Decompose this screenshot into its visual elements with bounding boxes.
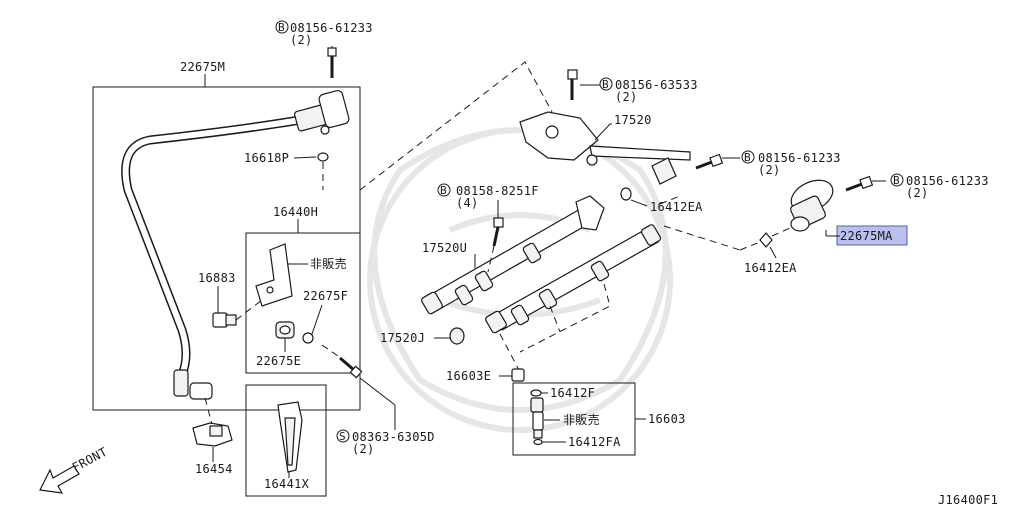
svg-text:B: B [744,151,751,164]
grommet-left[interactable] [317,152,329,162]
screw-mark-icon [336,429,350,443]
oring-regulator[interactable] [759,232,773,248]
bolt-mark-icon-2 [599,77,613,91]
rail-bracket[interactable] [519,111,691,185]
hose-connector-top[interactable] [293,89,350,135]
hose-connector-bottom[interactable] [173,369,213,400]
screw-bottom[interactable] [339,356,363,379]
dash-guide-injector [499,283,611,373]
svg-text:B: B [602,78,609,91]
bracket-box [245,232,361,374]
bolt-top-left-qty: (2) [290,33,313,47]
front-arrow: FRONT [39,445,110,494]
bolt-mark-icon-5 [890,173,904,187]
bracket-group-label[interactable]: 16440H [273,205,318,219]
insulator-label[interactable]: 16603E [446,369,491,383]
oring-rail[interactable] [620,187,632,201]
grommet-left-label[interactable]: 16618P [244,151,289,165]
holder-bottom-label[interactable]: 16441X [264,477,310,491]
bracket-clip[interactable] [275,321,295,339]
bolt-rail-left-label[interactable]: 08158-8251F [456,184,539,198]
bolt-rail-right[interactable] [695,153,724,170]
rail-left[interactable] [421,195,605,315]
bolt-top-mid-qty: (2) [615,90,638,104]
hose-assembly-label[interactable]: 22675M [180,60,225,74]
bolt-rail-right-label[interactable]: 08156-61233 [758,151,841,165]
bolt-far-right-label[interactable]: 08156-61233 [906,174,989,188]
hose-assembly-box [92,86,361,411]
clip-bottom-label[interactable]: 16454 [195,462,233,476]
bolt-rail-left-qty: (4) [456,196,479,210]
watermark [367,127,673,433]
injector[interactable] [530,389,544,446]
not-for-sale-label-1: 非販売 [310,256,347,271]
rail-left-label[interactable]: 17520U [422,241,467,255]
oring-injector-bottom-label[interactable]: 16412FA [568,435,621,449]
clip-16883[interactable] [212,312,237,328]
svg-text:B: B [278,21,285,34]
oring-regulator-label[interactable]: 16412EA [744,261,797,275]
bolt-top-mid-label[interactable]: 08156-63533 [615,78,698,92]
hose-assembly-group: 22675M B 08156-61233 (2) 16618P [92,20,373,411]
rail-right[interactable] [485,224,662,334]
bolt-top-left-label[interactable]: 08156-61233 [290,21,373,35]
bolt-rail-left[interactable] [492,217,504,247]
bolt-mark-icon-3 [741,150,755,164]
diagram-id: J16400F1 [938,493,998,507]
svg-text:B: B [893,174,900,187]
bracket-nut[interactable] [302,332,314,344]
holder-box [245,384,327,497]
fuel-rail-label[interactable]: 17520 [614,113,652,127]
clip-16883-label[interactable]: 16883 [198,271,236,285]
dash-guide-top [359,61,553,191]
front-label: FRONT [70,445,110,475]
screw-bottom-qty: (2) [352,442,375,456]
bolt-far-right[interactable] [845,175,874,192]
insulator[interactable] [511,368,525,382]
fuel-pressure-regulator[interactable] [786,174,838,232]
oring-injector-top-label[interactable]: 16412F [550,386,595,400]
injector-assy-label[interactable]: 16603 [648,412,686,426]
bolt-rail-right-qty: (2) [758,163,781,177]
fuel-rail-group: B 08156-63533 (2) 17520 B 08156-61233 (2… [380,69,989,456]
spacer-label[interactable]: 17520J [380,331,425,345]
bolt-top-left[interactable] [327,47,337,78]
bolt-mark-icon [275,20,289,34]
regulator-label[interactable]: 22675MA [840,229,893,243]
svg-text:B: B [440,184,447,197]
screw-bottom-label[interactable]: 08363-6305D [352,430,435,444]
not-for-sale-label-2: 非販売 [563,412,600,427]
bolt-far-right-qty: (2) [906,186,929,200]
bolt-mark-icon-4 [437,183,451,197]
holder-16441x[interactable] [277,401,303,473]
bracket-clip-label[interactable]: 22675E [256,354,301,368]
bracket-plate[interactable] [255,243,293,307]
bottom-clip-16454[interactable] [192,422,233,447]
bracket-nut-label[interactable]: 22675F [303,289,348,303]
oring-rail-label[interactable]: 16412EA [650,200,703,214]
bolt-top-mid[interactable] [567,69,578,100]
spacer[interactable] [449,327,465,345]
svg-text:S: S [339,430,346,443]
